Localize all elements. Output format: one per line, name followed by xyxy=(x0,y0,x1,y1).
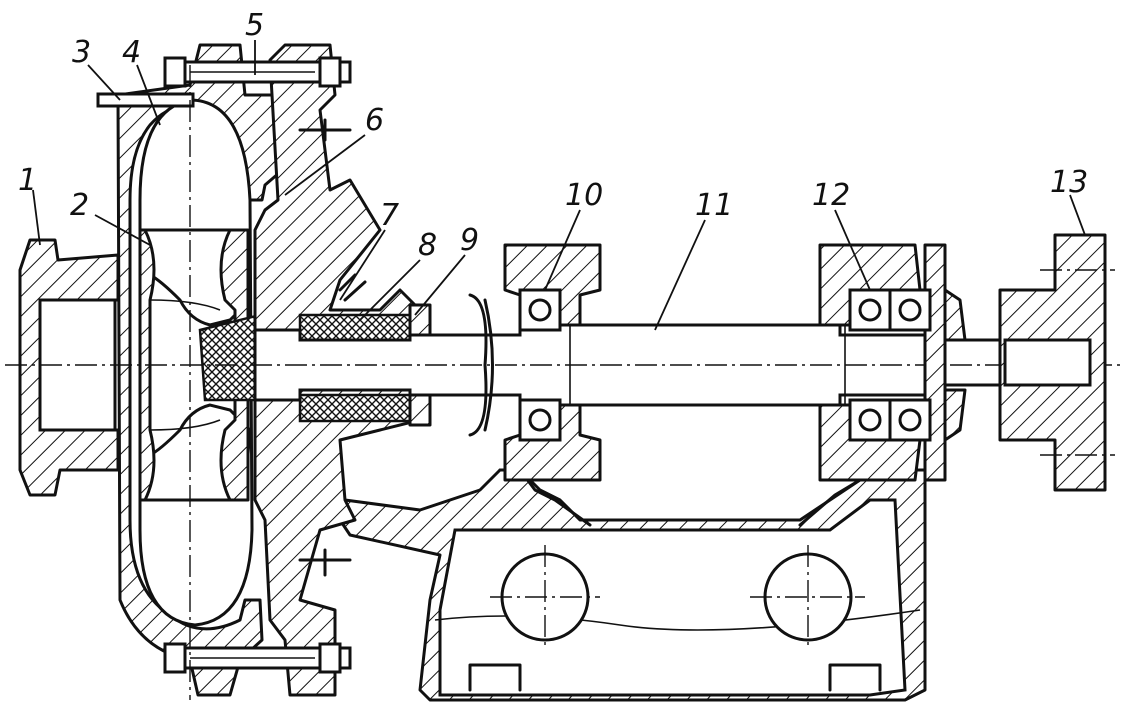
callout-3: 3 xyxy=(72,35,91,70)
suction-nozzle xyxy=(18,238,120,497)
leader-lines xyxy=(32,40,1086,331)
callout-4: 4 xyxy=(122,35,141,70)
callout-5: 5 xyxy=(245,8,264,43)
callout-6: 6 xyxy=(365,103,384,138)
callout-13: 13 xyxy=(1050,165,1088,200)
callout-9: 9 xyxy=(460,223,479,258)
callout-8: 8 xyxy=(418,228,437,263)
bedplate xyxy=(328,468,927,702)
splash-ring xyxy=(468,293,494,437)
coupling-half xyxy=(998,233,1115,492)
callout-12: 12 xyxy=(812,178,850,213)
cover-bolt-bottom xyxy=(298,548,352,577)
callout-2: 2 xyxy=(70,188,89,223)
base-bolt-hole-right xyxy=(750,545,865,650)
base-bolt-hole-left xyxy=(490,545,600,650)
impeller xyxy=(138,228,272,502)
bearing-housing-right xyxy=(818,243,967,482)
cover-bolt-top xyxy=(298,118,352,142)
bearing-housing-left xyxy=(503,243,602,482)
callout-10: 10 xyxy=(565,178,603,213)
callout-11: 11 xyxy=(695,188,733,223)
callout-1: 1 xyxy=(18,163,37,198)
tie-bolt-bottom xyxy=(163,642,352,674)
callout-7: 7 xyxy=(380,198,399,233)
tie-bolt-top xyxy=(96,56,352,108)
